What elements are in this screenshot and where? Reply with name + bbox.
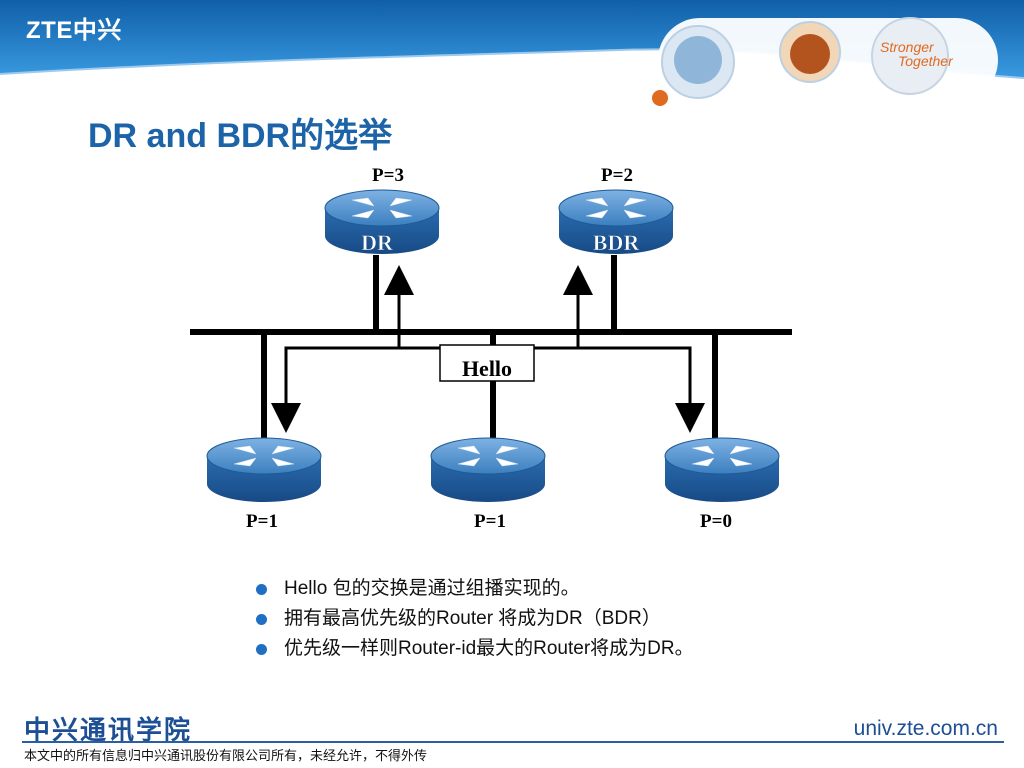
router-2-priority: P=1 — [474, 511, 506, 532]
page-title: DR and BDR的选举 — [88, 117, 393, 155]
bullet-list: Hello 包的交换是通过组播实现的。 拥有最高优先级的Router 将成为DR… — [256, 574, 694, 664]
bullet-dot-icon — [256, 644, 267, 655]
router-1 — [206, 437, 322, 503]
router-bdr-priority: P=2 — [601, 165, 633, 186]
router-3 — [664, 437, 780, 503]
router-3-priority: P=0 — [700, 511, 732, 532]
network-diagram: Hello DR BDR P=3 P=2 P=1 P=1 P=0 — [190, 165, 792, 532]
router-1-priority: P=1 — [246, 511, 278, 532]
footer-org-name: 中兴通讯学院 — [24, 716, 193, 745]
bullet-item: Hello 包的交换是通过组播实现的。 — [256, 574, 694, 604]
bullet-item: 优先级一样则Router-id最大的Router将成为DR。 — [256, 634, 694, 664]
bullet-dot-icon — [256, 614, 267, 625]
header-photos — [652, 17, 998, 106]
footer-divider — [22, 741, 1004, 743]
zte-logo: ZTE中兴 — [26, 17, 122, 44]
router-dr-label: DR — [361, 230, 394, 255]
bullet-dot-icon — [256, 584, 267, 595]
copyright-notice: 本文中的所有信息归中兴通讯股份有限公司所有，未经允许，不得外传 — [24, 748, 428, 763]
hello-label: Hello — [462, 356, 512, 381]
footer-url: univ.zte.com.cn — [853, 717, 998, 740]
slogan-line-2: Together — [898, 53, 953, 69]
hello-label-box — [439, 344, 535, 382]
slogan-line-1: Stronger — [880, 39, 934, 55]
router-bdr-label: BDR — [593, 230, 641, 255]
router-dr-priority: P=3 — [372, 165, 404, 186]
bullet-item: 拥有最高优先级的Router 将成为DR（BDR） — [256, 604, 694, 634]
slogan: Stronger Together — [880, 40, 953, 68]
router-2 — [430, 437, 546, 503]
